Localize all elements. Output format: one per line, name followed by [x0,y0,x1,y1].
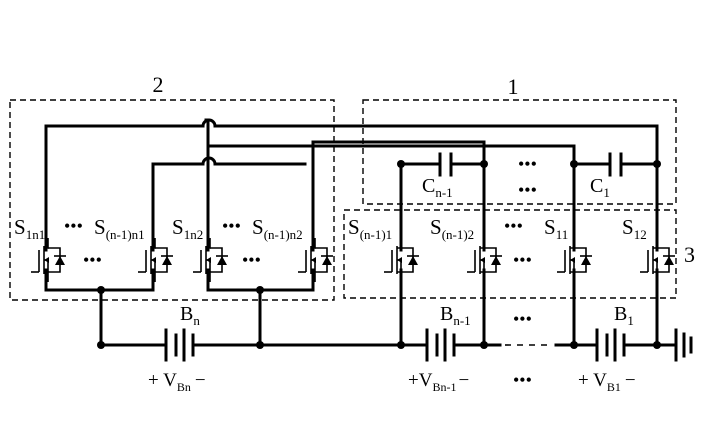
capacitor-label-c1: C1 [590,175,610,200]
block-2-outline [9,99,335,301]
ellipsis-right-1: ••• [504,216,523,236]
battery-label-bn-1: Bn-1 [440,303,471,328]
battery-b1 [595,328,626,362]
capacitor-c1 [608,152,623,177]
ellipsis-left-1: ••• [64,216,83,236]
ellipsis-left-2: ••• [83,250,102,270]
ellipsis-cap-2: ••• [518,180,537,200]
switch-label-s12: S12 [622,215,647,242]
junction-dots [97,160,661,349]
voltage-label-vb1: + VB1− [578,370,636,394]
switch-s1n2 [192,237,229,283]
switch-s11 [556,237,593,283]
ellipsis-right-2: ••• [513,250,532,270]
ellipsis-cap-1: ••• [518,154,537,174]
block-label-1: 1 [508,74,519,99]
switch-s12 [639,237,676,283]
switch-label-s11: S11 [544,215,568,242]
switch-label-sn-11: S(n-1)1 [348,215,392,242]
switch-label-sn-12: S(n-1)2 [430,215,474,242]
battery-label-b1: B1 [614,303,634,328]
switch-label-s1n2: S1n2 [172,215,203,242]
block-label-2: 2 [153,72,164,97]
switch-sn-12 [466,237,503,283]
voltage-label-vbn: + VBn− [148,370,206,394]
battery-bn [164,328,195,362]
battery-bn-1 [425,328,456,362]
switch-label-s1n1: S1n1 [14,215,45,242]
switch-s1n1 [30,237,67,283]
voltage-label-vbn-1: +VBn-1− [408,370,469,394]
switch-sn-1n2 [297,237,334,283]
ground-icon [674,328,693,362]
ellipsis-left-4: ••• [242,250,261,270]
switch-sn-11 [383,237,420,283]
switch-sn-1n1 [137,237,174,283]
ellipsis-left-3: ••• [222,216,241,236]
switch-label-sn-1n2: S(n-1)n2 [252,215,303,242]
block-1-outline [362,99,677,205]
switch-label-sn-1n1: S(n-1)n1 [94,215,145,242]
block-label-3: 3 [684,242,695,267]
ellipsis-bus-1: ••• [513,309,532,329]
capacitor-cn-1 [438,152,453,177]
battery-label-bn: Bn [180,303,200,328]
capacitor-label-cn-1: Cn-1 [422,175,453,200]
ellipsis-bus-2: ••• [513,370,532,390]
block-3-outline [343,209,677,299]
